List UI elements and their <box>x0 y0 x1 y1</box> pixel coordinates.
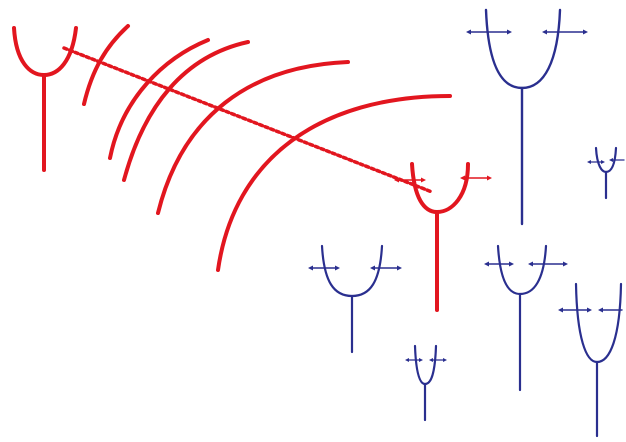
responding-tuning-fork <box>394 162 492 312</box>
fork-prongs <box>574 282 623 364</box>
double-arrow-icon <box>370 265 402 271</box>
double-arrow-icon <box>460 175 492 181</box>
blue-fork-small-bottom <box>405 344 447 422</box>
double-arrow-icon <box>542 29 588 35</box>
double-arrow-icon <box>429 358 447 362</box>
double-arrow-icon <box>466 29 512 35</box>
sound-waves <box>82 24 452 272</box>
blue-fork-large <box>466 8 588 226</box>
blue-fork-small-right <box>587 146 625 200</box>
double-arrow-icon <box>598 307 623 313</box>
dotted-line <box>62 46 434 194</box>
sound-wave-arc <box>108 38 210 160</box>
sound-wave-arc <box>156 60 350 215</box>
source-fork-prongs <box>12 26 78 77</box>
sound-wave-arc <box>216 94 452 272</box>
source-tuning-fork <box>12 26 78 172</box>
double-arrow-icon <box>528 261 568 267</box>
double-arrow-icon <box>484 261 514 267</box>
double-arrow-icon <box>405 358 423 362</box>
double-arrow-icon <box>394 177 426 183</box>
blue-fork-medium-center <box>484 244 568 392</box>
fork-prongs <box>320 244 384 298</box>
double-arrow-icon <box>609 158 625 162</box>
double-arrow-icon <box>587 160 605 164</box>
fork-prongs <box>413 344 438 386</box>
fork-prongs <box>484 8 562 90</box>
blue-fork-tall-right <box>558 282 623 438</box>
blue-fork-medium-left <box>308 244 402 354</box>
sound-wave-arc <box>82 24 130 106</box>
double-arrow-icon <box>558 307 592 313</box>
double-arrow-icon <box>308 265 340 271</box>
fork-prongs <box>496 244 548 296</box>
